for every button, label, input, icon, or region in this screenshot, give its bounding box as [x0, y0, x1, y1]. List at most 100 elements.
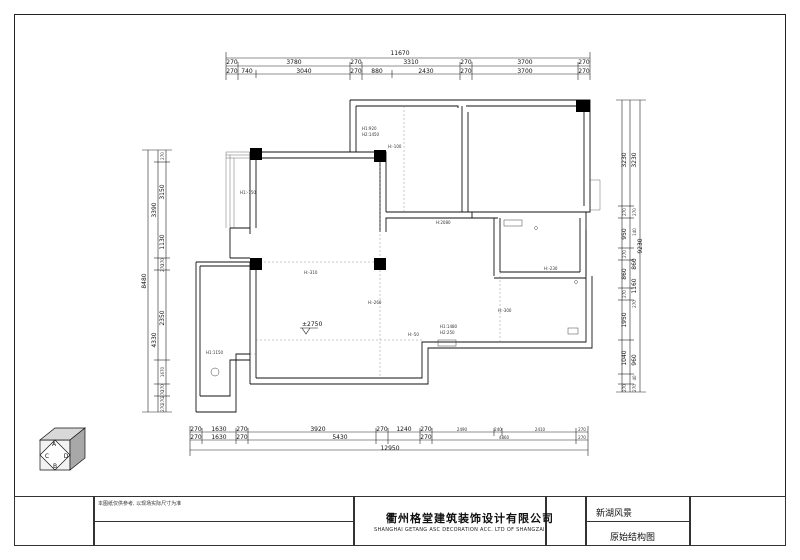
- dim-label: 270: [578, 427, 586, 432]
- fixtures: [210, 219, 579, 377]
- dim-label: 950: [621, 228, 628, 240]
- dim-label: 4860: [499, 435, 510, 440]
- title-block-divider: [94, 521, 354, 522]
- beam-mid-label: H:2080: [436, 220, 451, 225]
- dim-label: 270: [622, 250, 627, 258]
- windows: [225, 110, 601, 228]
- dim-label: 140: [632, 228, 637, 236]
- elevation-marker: [300, 327, 318, 335]
- dim-label: 5430: [332, 434, 347, 441]
- dim-label: 270: [226, 59, 238, 66]
- dim-label: 270: [578, 68, 590, 75]
- dim-label: 3390: [151, 202, 158, 217]
- legend-letter: D: [64, 453, 69, 460]
- elevation-label: ±2750: [302, 321, 322, 328]
- dim-label: 270: [160, 397, 165, 405]
- dim-label: 270: [160, 404, 165, 412]
- dim-label: 1630: [211, 426, 226, 433]
- dim-label: 2430: [418, 68, 433, 75]
- view-legend-letters: A C D B: [45, 441, 69, 470]
- beam-right-label: H:-230: [544, 266, 558, 271]
- dim-label: 3230: [631, 152, 638, 167]
- dim-label: 270: [160, 390, 165, 398]
- dim-label: 270: [622, 384, 627, 392]
- right-row1-labels: 3230 270 950 270 860 270 1950 1040 270: [621, 152, 628, 392]
- title-block-divider: [586, 521, 690, 522]
- dim-label: 270: [578, 435, 586, 440]
- left-row-labels: 270 3150 3390 1130 270 270 4330 2350 167…: [151, 152, 166, 412]
- beam-vert-label: H:-260: [368, 300, 382, 305]
- beam-left-label: H1:-150: [240, 190, 256, 195]
- bottom-dimensions: [189, 426, 589, 456]
- dim-label: 1240: [396, 426, 411, 433]
- dim-label: 2350: [159, 310, 166, 325]
- dim-label: 1950: [621, 312, 628, 327]
- beam-top-label: H:-100: [388, 144, 402, 149]
- title-block-small-cell: [546, 496, 586, 546]
- dim-label: 3780: [286, 59, 301, 66]
- legend-letter: B: [53, 463, 57, 470]
- dim-label: 3230: [621, 152, 628, 167]
- dim-label: 270: [578, 59, 590, 66]
- dim-label: 270: [190, 434, 202, 441]
- right-total-dim: 9230: [637, 238, 644, 253]
- dim-label: 270: [190, 426, 202, 433]
- top-dimensions: [225, 52, 591, 80]
- dim-label: 270: [376, 426, 388, 433]
- title-block-company-cell: [354, 496, 546, 546]
- h1-label: H1:920: [362, 126, 377, 131]
- dim-label: 740: [241, 68, 253, 75]
- dim-label: 1130: [159, 234, 166, 249]
- dim-label: 860: [631, 258, 638, 270]
- dim-label: 4330: [151, 332, 158, 347]
- beam-bottom-label: H:-50: [408, 332, 419, 337]
- bottom-row2-labels: 270 1630 270 5430 270 4860 270: [190, 434, 586, 441]
- dim-label: 270: [632, 384, 637, 392]
- dim-label: 270: [632, 300, 637, 308]
- structural-columns: [250, 100, 590, 270]
- dim-label: 270: [350, 68, 362, 75]
- dim-label: 3150: [159, 184, 166, 199]
- dim-label: 3700: [517, 59, 532, 66]
- bottom-row1-labels: 270 1630 270 3920 270 1240 270 2490 240 …: [190, 426, 586, 433]
- beam-lines: [250, 106, 501, 378]
- company-name-en: SHANGHAI GETANG ASC DECORATION ACC. LTD …: [374, 527, 545, 533]
- dim-label: 270: [160, 384, 165, 392]
- title-block-meta-cell: [690, 496, 786, 546]
- dim-label: 270: [160, 264, 165, 272]
- dim-label: 270: [236, 426, 248, 433]
- company-name-cn: 衢州格堂建筑装饰设计有限公司: [386, 512, 554, 525]
- dim-label: 270: [420, 434, 432, 441]
- dim-label: 3700: [517, 68, 532, 75]
- dim-label: 270: [632, 208, 637, 216]
- dim-label: 860: [621, 268, 628, 280]
- window-h2-label: H2:250: [440, 330, 455, 335]
- right-row2-labels: 3230 270 140 860 1160 270 960 40 270: [631, 152, 638, 392]
- dim-label: 270: [460, 59, 472, 66]
- dim-label: 960: [631, 354, 638, 366]
- bottom-total-dim: 12950: [380, 445, 399, 452]
- dim-label: 240: [494, 427, 502, 432]
- project-name: 新湖风景: [596, 509, 633, 519]
- dim-label: 880: [371, 68, 383, 75]
- dim-label: 270: [460, 68, 472, 75]
- window-h1-label: H1:1480: [440, 324, 458, 329]
- beam-r300-label: H:-300: [498, 308, 512, 313]
- dim-label: 270: [160, 258, 165, 266]
- beam-center-label: H:-310: [304, 270, 318, 275]
- dim-label: 2490: [457, 427, 468, 432]
- left-total-dim: 8480: [141, 273, 148, 288]
- dim-label: 1160: [631, 278, 638, 293]
- annotations: H1:920 H2:1450 H:-100 H1:-150 H:2080 H:-…: [206, 126, 558, 355]
- top-row2-labels: 270 740 3040 270 880 2430 270 3700 270: [226, 68, 590, 75]
- legend-letter: A: [52, 441, 57, 448]
- dim-label: 270: [226, 68, 238, 75]
- dim-label: 270: [160, 152, 165, 160]
- dim-label: 3040: [296, 68, 311, 75]
- legend-letter: C: [45, 453, 49, 460]
- dim-label: 270: [420, 426, 432, 433]
- title-block-notes: 本图纸仅供参考, 以现场实际尺寸为准: [98, 501, 182, 507]
- dim-label: 3310: [403, 59, 418, 66]
